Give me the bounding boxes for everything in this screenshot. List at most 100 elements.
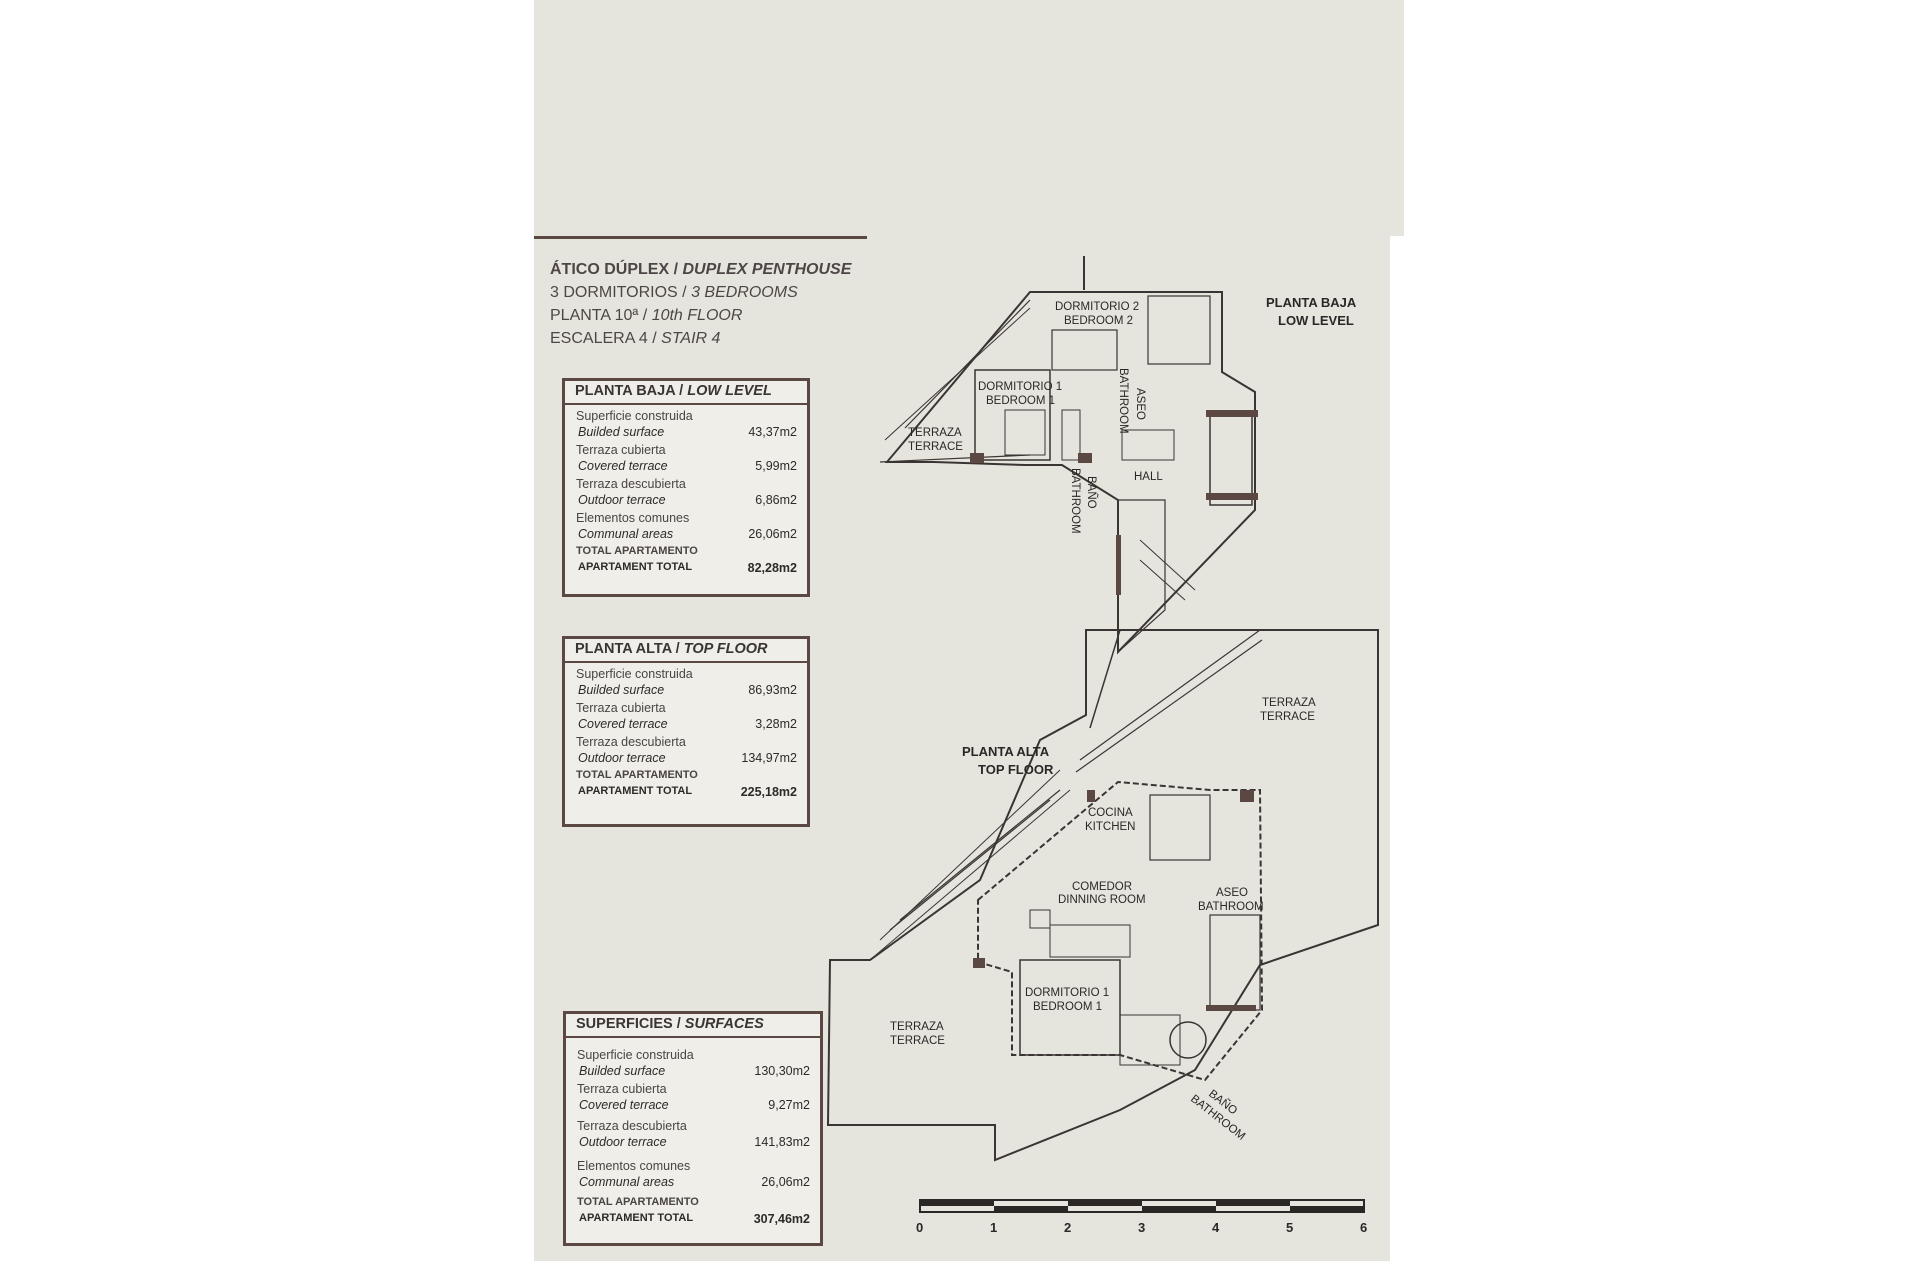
- header-floor-es: PLANTA 10ª /: [550, 307, 648, 324]
- row-label-en: Builded surface: [578, 425, 665, 439]
- row-label-es: Terraza cubierta: [576, 443, 666, 457]
- surfaces-table-title: SUPERFICIES / SURFACES: [566, 1014, 820, 1038]
- row-value: 86,93m2: [748, 683, 797, 697]
- tf-bedroom-1-label-en: BEDROOM 1: [1033, 1001, 1102, 1013]
- sheet-top-background: [534, 0, 1404, 236]
- header-bedrooms-en: 3 BEDROOMS: [691, 284, 798, 301]
- ll-bedroom-1-label: DORMITORIO 1: [978, 381, 1062, 393]
- tf-kitchen-label-en: KITCHEN: [1085, 821, 1135, 833]
- row-value: 9,27m2: [768, 1098, 810, 1112]
- row-value: 5,99m2: [755, 459, 797, 473]
- row-value: 134,97m2: [741, 751, 797, 765]
- header-rule: [534, 236, 867, 239]
- row-label-es: Terraza cubierta: [576, 701, 666, 715]
- ll-hall-label: HALL: [1134, 471, 1163, 483]
- low-level-wall-posts: [970, 410, 1258, 595]
- tf-dining-label-en: DINNING ROOM: [1058, 894, 1146, 906]
- scale-tick-label: 2: [1064, 1220, 1071, 1235]
- table-total-row: TOTAL APARTAMENTO APARTAMENT TOTAL 82,28m2: [565, 541, 807, 575]
- tf-terrace-2-label-en: TERRACE: [890, 1035, 945, 1047]
- scale-tick-label: 4: [1212, 1220, 1220, 1235]
- row-label-es: Terraza descubierta: [577, 1119, 687, 1133]
- scale-tick-label: 3: [1138, 1220, 1145, 1235]
- row-label-es: Superficie construida: [576, 667, 693, 681]
- row-value: 26,06m2: [748, 527, 797, 541]
- tf-bedroom-1-label: DORMITORIO 1: [1025, 987, 1109, 999]
- row-label-en: Communal areas: [579, 1175, 675, 1189]
- row-label-es: Superficie construida: [577, 1048, 694, 1062]
- row-value: 43,37m2: [748, 425, 797, 439]
- tf-terrace-label-en: TERRACE: [1260, 711, 1315, 723]
- low-level-surface-table: PLANTA BAJA / LOW LEVEL Superficie const…: [562, 378, 810, 597]
- tf-kitchen-label: COCINA: [1088, 807, 1133, 819]
- total-label-en: APARTAMENT TOTAL: [578, 561, 693, 573]
- total-label-es: TOTAL APARTAMENTO: [576, 545, 698, 557]
- low-level-table-title: PLANTA BAJA / LOW LEVEL: [565, 381, 807, 405]
- row-label-es: Terraza cubierta: [577, 1082, 667, 1096]
- room-labels: PLANTA BAJA LOW LEVEL PLANTA ALTA TOP FL…: [890, 295, 1357, 1143]
- ll-aseo-label: ASEO: [1134, 388, 1146, 420]
- header-stair-es: ESCALERA 4 /: [550, 330, 657, 347]
- header-bedrooms-es: 3 DORMITORIOS /: [550, 284, 687, 301]
- total-value: 225,18m2: [740, 785, 797, 799]
- scale-tick-label: 6: [1360, 1220, 1367, 1235]
- property-header: ÁTICO DÚPLEX / DUPLEX PENTHOUSE 3 DORMIT…: [550, 258, 851, 350]
- ll-bedroom-2-label-en: BEDROOM 2: [1064, 315, 1133, 327]
- total-label-es: TOTAL APARTAMENTO: [576, 769, 698, 781]
- header-stair-en: STAIR 4: [661, 330, 721, 347]
- ll-bedroom-1-label-en: BEDROOM 1: [986, 395, 1055, 407]
- ll-terrace-label-en: TERRACE: [908, 441, 963, 453]
- header-floor-en: 10th FLOOR: [651, 307, 743, 324]
- surfaces-total-table: SUPERFICIES / SURFACES Superficie constr…: [563, 1011, 823, 1246]
- row-value: 141,83m2: [754, 1135, 810, 1149]
- ll-bedroom-2-label: DORMITORIO 2: [1055, 301, 1139, 313]
- header-line-2: 3 DORMITORIOS / 3 BEDROOMS: [550, 281, 851, 304]
- row-label-en: Covered terrace: [578, 717, 668, 731]
- top-floor-plan-subtitle: TOP FLOOR: [978, 762, 1054, 777]
- row-value: 6,86m2: [755, 493, 797, 507]
- row-label-en: Communal areas: [578, 527, 674, 541]
- row-label-en: Builded surface: [578, 683, 665, 697]
- total-label-en: APARTAMENT TOTAL: [579, 1212, 694, 1224]
- top-floor-plan: [826, 629, 1379, 1162]
- row-value: 26,06m2: [761, 1175, 810, 1189]
- scale-tick-label: 0: [916, 1220, 923, 1235]
- tf-dining-label: COMEDOR: [1072, 881, 1132, 893]
- row-label-es: Elementos comunes: [577, 1159, 691, 1173]
- header-line-3: PLANTA 10ª / 10th FLOOR: [550, 304, 851, 327]
- row-value: 3,28m2: [755, 717, 797, 731]
- row-value: 130,30m2: [754, 1064, 810, 1078]
- total-value: 82,28m2: [747, 561, 797, 575]
- scale-tick-label: 5: [1286, 1220, 1293, 1235]
- row-label-en: Outdoor terrace: [579, 1135, 667, 1149]
- row-label-en: Covered terrace: [578, 459, 668, 473]
- scale-tick-label: 1: [990, 1220, 997, 1235]
- row-label-en: Outdoor terrace: [578, 493, 666, 507]
- tf-terrace-label: TERRAZA: [1262, 697, 1316, 709]
- upper-terrace-railing: [889, 629, 1263, 931]
- row-label-es: Elementos comunes: [576, 511, 690, 525]
- top-floor-wall-posts: [973, 790, 1256, 1011]
- header-line-1: ÁTICO DÚPLEX / DUPLEX PENTHOUSE: [550, 258, 851, 281]
- total-value: 307,46m2: [753, 1212, 810, 1226]
- header-type-en: DUPLEX PENTHOUSE: [682, 261, 852, 278]
- row-label-es: Superficie construida: [576, 409, 693, 423]
- row-label-es: Terraza descubierta: [576, 735, 686, 749]
- header-type-es: ÁTICO DÚPLEX /: [550, 261, 679, 278]
- row-label-en: Builded surface: [579, 1064, 666, 1078]
- ll-bathroom-2-label: BATHROOM: [1069, 468, 1081, 534]
- low-level-plan-title: PLANTA BAJA: [1266, 295, 1357, 310]
